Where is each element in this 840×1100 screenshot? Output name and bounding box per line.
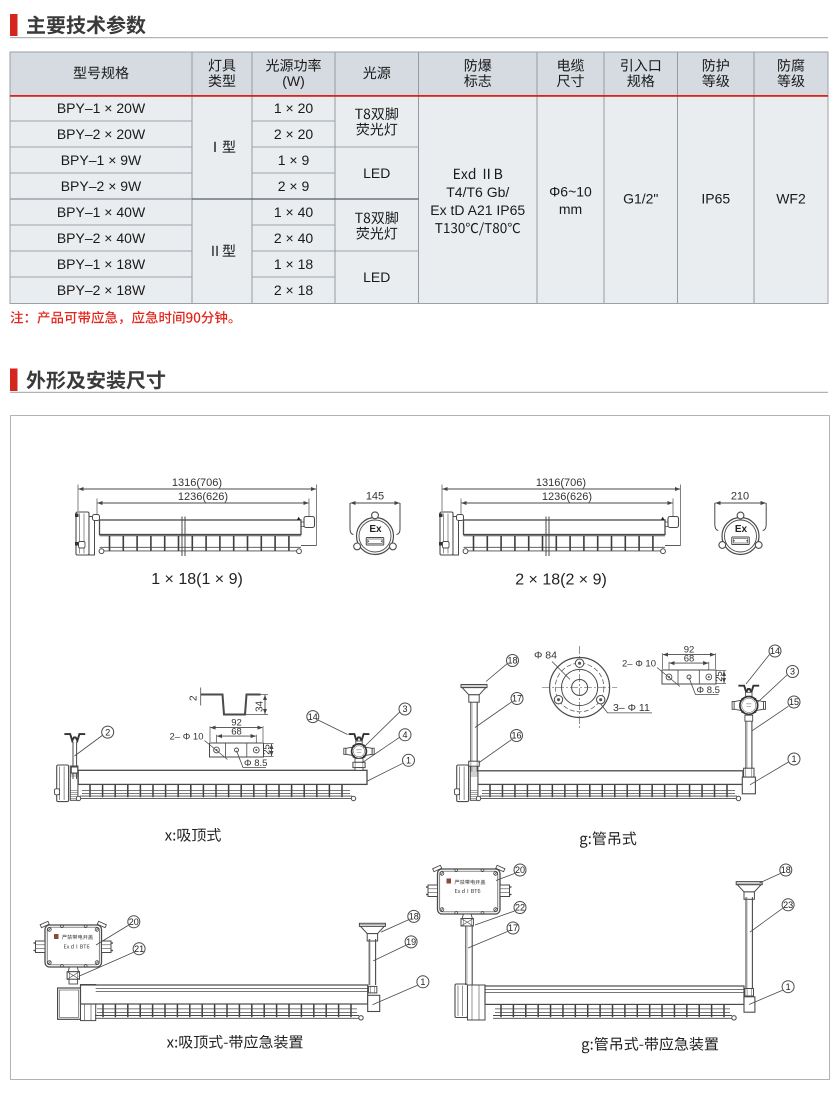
svg-text:2 × 18: 2 × 18 (274, 282, 314, 298)
svg-text:1: 1 (406, 756, 411, 766)
svg-text:Φ 8.5: Φ 8.5 (697, 685, 720, 696)
svg-text:19: 19 (406, 937, 416, 947)
svg-text:1236(626): 1236(626) (178, 491, 228, 503)
svg-text:BPY–2 × 20W: BPY–2 × 20W (57, 126, 146, 142)
svg-text:(W): (W) (282, 73, 305, 89)
svg-text:18: 18 (409, 912, 419, 922)
svg-text:2 × 40: 2 × 40 (274, 230, 314, 246)
svg-text:IP65: IP65 (701, 191, 730, 207)
svg-text:mm: mm (559, 201, 582, 217)
svg-text:15: 15 (789, 697, 799, 707)
svg-text:14: 14 (308, 712, 318, 722)
svg-text:2: 2 (189, 695, 200, 701)
svg-text:BPY–1 × 40W: BPY–1 × 40W (57, 204, 146, 220)
svg-text:Ex tD A21 IP65: Ex tD A21 IP65 (430, 202, 525, 218)
svg-text:BPY–1 × 18W: BPY–1 × 18W (57, 256, 146, 272)
svg-text:34: 34 (255, 700, 266, 712)
svg-text:2– Φ 10: 2– Φ 10 (622, 659, 656, 670)
svg-text:1: 1 (791, 754, 796, 764)
svg-text:2– Φ 10: 2– Φ 10 (170, 732, 204, 743)
svg-text:1: 1 (786, 982, 791, 992)
svg-text:2: 2 (105, 727, 110, 737)
svg-text:18: 18 (781, 865, 791, 875)
svg-text:1 × 9: 1 × 9 (278, 152, 310, 168)
svg-text:2 × 20: 2 × 20 (274, 126, 314, 142)
svg-text:1316(706): 1316(706) (536, 477, 586, 489)
svg-text:23: 23 (783, 900, 793, 910)
svg-text:LED: LED (363, 165, 390, 181)
svg-text:92: 92 (231, 718, 242, 729)
svg-text:3– Φ 11: 3– Φ 11 (613, 702, 650, 714)
svg-text:Φ6~10: Φ6~10 (549, 184, 592, 200)
svg-text:68: 68 (231, 726, 242, 737)
svg-text:68: 68 (684, 653, 695, 664)
svg-text:18: 18 (507, 656, 517, 666)
svg-text:Φ 84: Φ 84 (534, 650, 557, 662)
svg-text:22: 22 (515, 903, 525, 913)
svg-text:1 × 20: 1 × 20 (274, 100, 314, 116)
svg-text:210: 210 (731, 491, 749, 503)
svg-text:Ex: Ex (369, 524, 382, 535)
svg-text:T4/T6 Gb/: T4/T6 Gb/ (446, 184, 509, 200)
svg-text:1 × 18(1 × 9): 1 × 18(1 × 9) (151, 571, 243, 588)
svg-text:4: 4 (402, 730, 407, 740)
svg-text:17: 17 (508, 923, 518, 933)
svg-text:1 × 40: 1 × 40 (274, 204, 314, 220)
svg-text:BPY–1 × 20W: BPY–1 × 20W (57, 100, 146, 116)
svg-text:25: 25 (714, 671, 725, 682)
svg-text:16: 16 (511, 731, 521, 741)
svg-text:BPY–2 × 40W: BPY–2 × 40W (57, 230, 146, 246)
svg-text:WF2: WF2 (776, 191, 806, 207)
svg-text:1: 1 (420, 977, 425, 987)
svg-text:1316(706): 1316(706) (172, 477, 222, 489)
svg-text:145: 145 (366, 491, 384, 503)
svg-text:17: 17 (512, 694, 522, 704)
svg-text:3: 3 (402, 704, 407, 714)
svg-text:1236(626): 1236(626) (542, 491, 592, 503)
svg-text:20: 20 (129, 917, 139, 927)
svg-text:92: 92 (684, 645, 695, 656)
svg-text:BPY–2 × 18W: BPY–2 × 18W (57, 282, 146, 298)
svg-text:1 × 18: 1 × 18 (274, 256, 314, 272)
svg-text:LED: LED (363, 269, 390, 285)
svg-text:21: 21 (134, 944, 144, 954)
svg-text:2 × 18(2 × 9): 2 × 18(2 × 9) (515, 572, 607, 589)
svg-text:Ex: Ex (735, 524, 748, 535)
svg-text:G1/2": G1/2" (623, 191, 658, 207)
svg-text:20: 20 (515, 865, 525, 875)
svg-text:14: 14 (770, 646, 780, 656)
svg-text:BPY–1 × 9W: BPY–1 × 9W (61, 152, 142, 168)
svg-text:Φ 8.5: Φ 8.5 (244, 758, 267, 769)
svg-text:BPY–2 × 9W: BPY–2 × 9W (61, 178, 142, 194)
svg-text:2 × 9: 2 × 9 (278, 178, 310, 194)
svg-text:25: 25 (262, 744, 273, 755)
svg-text:3: 3 (790, 667, 795, 677)
